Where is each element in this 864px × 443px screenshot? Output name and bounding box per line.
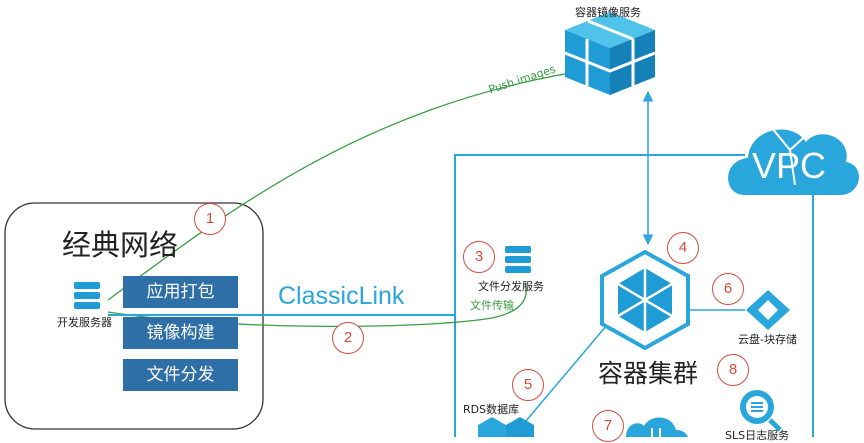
cluster-rds-line: [519, 324, 608, 429]
task-file-distribution: 文件分发: [123, 359, 238, 391]
file-service-server-icon: [505, 246, 531, 273]
step-badge-5: 5: [512, 369, 544, 401]
rds-icon: [478, 417, 534, 437]
cluster-label: 容器集群: [598, 359, 699, 388]
file-transfer-label: 文件传输: [470, 299, 514, 312]
task-app-packaging: 应用打包: [123, 276, 238, 308]
sls-search-icon: [740, 390, 782, 432]
block-storage-label: 云盘-块存储: [738, 333, 797, 346]
block-storage-icon: [746, 290, 790, 330]
dev-server-label: 开发服务器: [57, 316, 112, 329]
cloud-icon: [626, 417, 688, 437]
vpc-cloud-icon: [728, 127, 859, 195]
step-badge-1: 1: [194, 203, 226, 235]
server-icon: [74, 282, 100, 309]
registry-label: 容器镜像服务: [575, 6, 641, 19]
task-image-build: 镜像构建: [123, 317, 238, 349]
step-badge-8: 8: [717, 354, 749, 386]
cluster-hexagon-icon: [600, 249, 690, 351]
step-badge-6: 6: [712, 273, 744, 305]
registry-cube-icon: [564, 12, 656, 95]
step-badge-2: 2: [332, 322, 364, 354]
step-badge-4: 4: [667, 232, 699, 264]
vpc-label: VPC: [752, 145, 827, 186]
step-badge-7: 7: [592, 410, 624, 442]
sls-label: SLS日志服务: [725, 429, 790, 442]
step-badge-3: 3: [463, 241, 495, 273]
file-service-label: 文件分发服务: [478, 280, 544, 293]
push-images-line: [107, 72, 571, 301]
rds-label: RDS数据库: [463, 403, 520, 416]
classic-network-title: 经典网络: [62, 228, 179, 262]
classiclink-label: ClassicLink: [278, 282, 405, 310]
